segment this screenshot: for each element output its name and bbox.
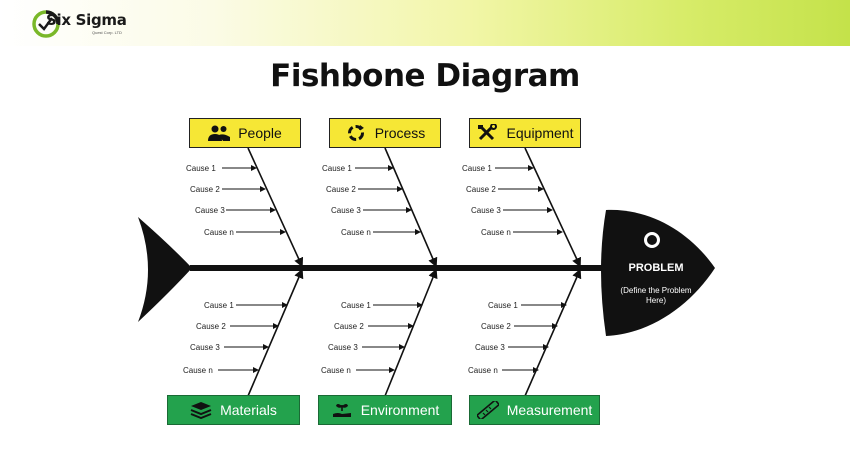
category-materials: Materials [167, 395, 300, 425]
cause-label: Cause 2 [466, 185, 496, 194]
fish-head [601, 209, 715, 336]
layers-icon [190, 401, 212, 419]
category-label: Materials [220, 402, 277, 418]
problem-label: PROBLEM [628, 262, 684, 274]
page-title: Fishbone Diagram [270, 58, 580, 94]
cause-label: Cause n [341, 228, 371, 237]
cause-arrows-bottom [218, 302, 567, 373]
brand-tagline: Quest Corp. LTD [92, 30, 122, 35]
bone-environment [384, 268, 438, 397]
plant-hand-icon [331, 401, 353, 419]
cause-label: Cause n [481, 228, 511, 237]
cause-label: Cause 1 [204, 301, 234, 310]
category-people: People [189, 118, 301, 148]
cause-label: Cause 2 [334, 322, 364, 331]
cause-label: Cause 2 [190, 185, 220, 194]
cause-label: Cause 3 [331, 206, 361, 215]
people-icon [208, 124, 231, 142]
cause-label: Cause 3 [195, 206, 225, 215]
cause-label: Cause 1 [488, 301, 518, 310]
problem-hint: (Define the Problem Here) [620, 286, 692, 305]
brand-logo-icon [32, 10, 60, 38]
bone-process [384, 147, 438, 268]
category-label: Process [374, 125, 426, 141]
cause-arrows-top [222, 165, 563, 235]
category-measurement: Measurement [469, 395, 600, 425]
bone-measurement [524, 268, 582, 397]
fish-tail [138, 217, 192, 322]
bone-materials [247, 268, 304, 397]
cause-label: Cause 1 [186, 164, 216, 173]
fish-eye [644, 232, 660, 248]
category-label: Equipment [506, 125, 574, 141]
cause-label: Cause 1 [341, 301, 371, 310]
fish-spine [190, 265, 612, 271]
bone-people [247, 147, 304, 268]
cause-label: Cause 3 [190, 343, 220, 352]
process-cycle-icon [345, 124, 367, 142]
bone-equipment [524, 147, 581, 268]
cause-label: Cause 1 [322, 164, 352, 173]
cause-label: Cause 1 [462, 164, 492, 173]
header-band [0, 0, 850, 46]
category-process: Process [329, 118, 441, 148]
cause-label: Cause 2 [481, 322, 511, 331]
cause-label: Cause n [183, 366, 213, 375]
cause-label: Cause n [204, 228, 234, 237]
category-environment: Environment [318, 395, 452, 425]
category-equipment: Equipment [469, 118, 581, 148]
tools-icon [477, 124, 499, 142]
cause-label: Cause 3 [475, 343, 505, 352]
category-label: People [238, 125, 282, 141]
cause-label: Cause 3 [328, 343, 358, 352]
cause-label: Cause 2 [196, 322, 226, 331]
category-label: Environment [360, 402, 440, 418]
ruler-icon [476, 401, 499, 419]
cause-label: Cause 2 [326, 185, 356, 194]
cause-label: Cause 3 [471, 206, 501, 215]
cause-label: Cause n [468, 366, 498, 375]
brand-name: Six Sigma [46, 11, 127, 29]
category-label: Measurement [506, 402, 593, 418]
cause-label: Cause n [321, 366, 351, 375]
